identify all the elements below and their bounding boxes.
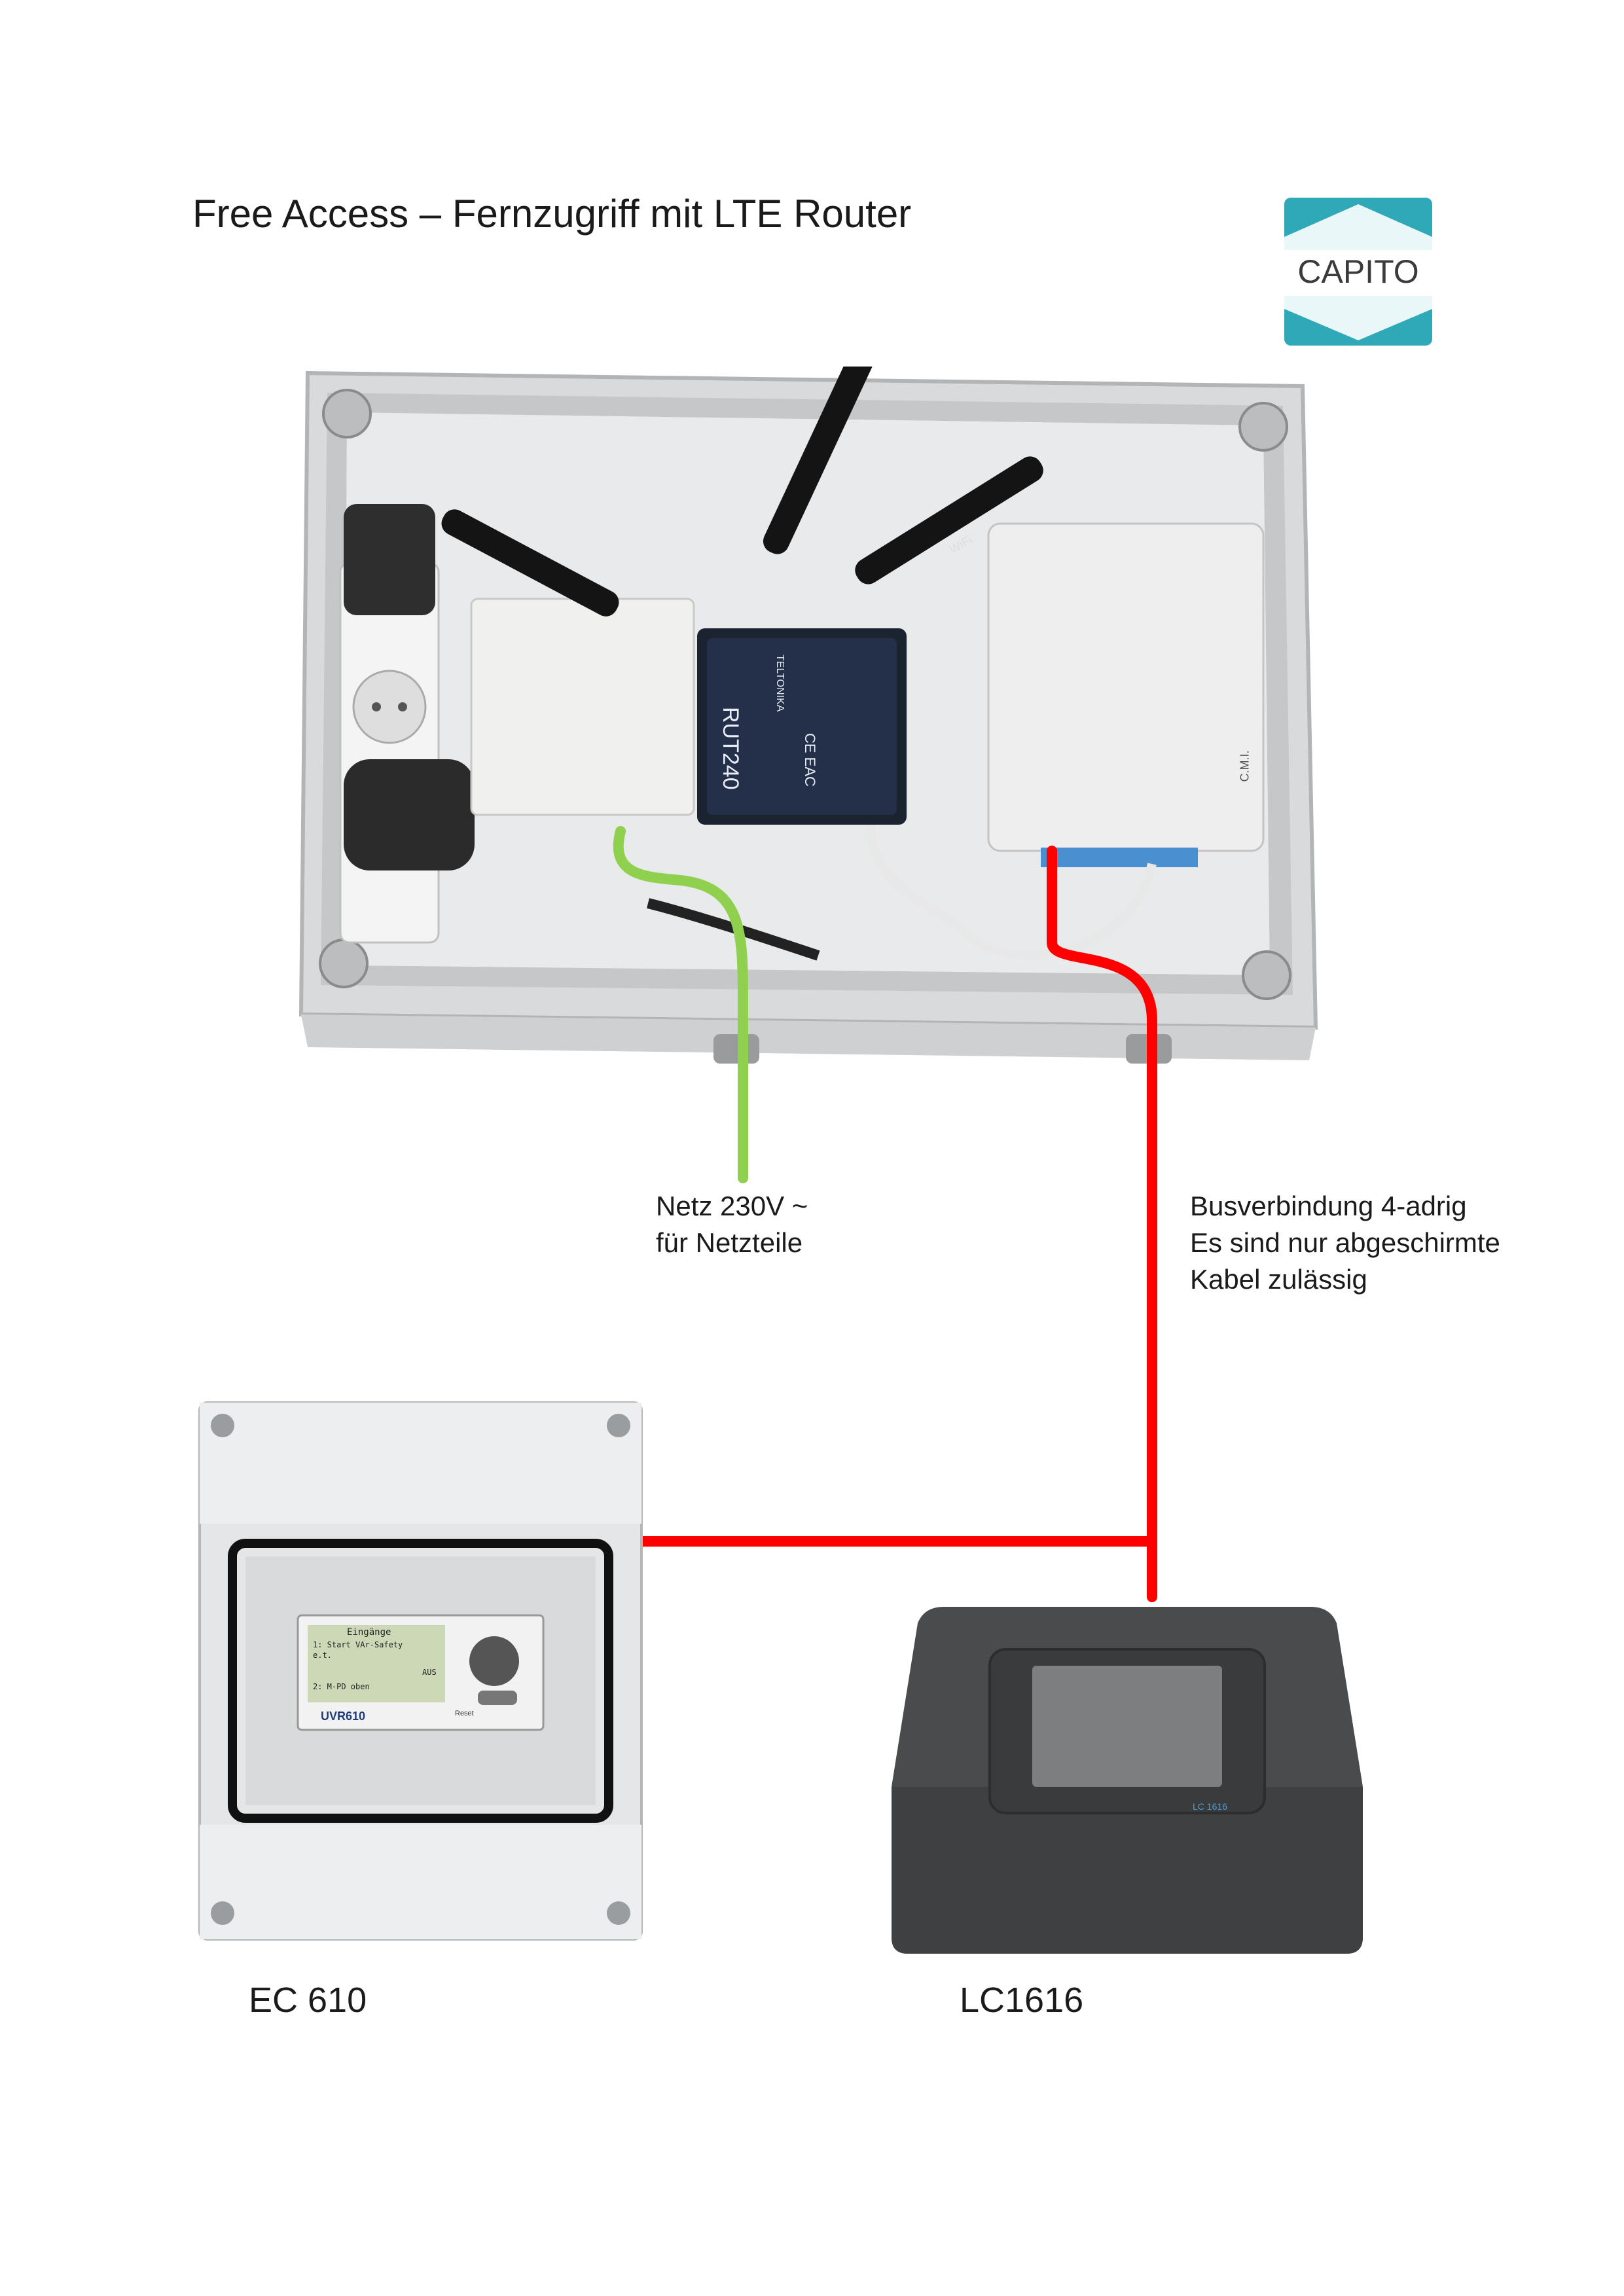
bus-label: Busverbindung 4-adrig Es sind nur abgesc… — [1190, 1188, 1500, 1298]
ec610-brand: UVR610 — [321, 1710, 366, 1723]
ec610-label: EC 610 — [249, 1981, 367, 2020]
lc1616-badge: LC 1616 — [1193, 1801, 1227, 1812]
bus-label-line2: Es sind nur abgeschirmte — [1190, 1227, 1500, 1258]
router-enclosure: RUT240 TELTONIKA CE EAC WiFi C.M.I. — [281, 349, 1322, 1064]
ec610-reset-label: Reset — [455, 1710, 474, 1717]
capito-logo: CAPITO — [1284, 198, 1432, 346]
power-label: Netz 230V ~ für Netzteile — [656, 1188, 808, 1261]
bus-wire — [1047, 846, 1157, 1602]
bus-label-line1: Busverbindung 4-adrig — [1190, 1191, 1467, 1221]
power-label-line2: für Netzteile — [656, 1227, 803, 1258]
ec610-screen-row3: 2: M-PD oben — [313, 1682, 370, 1691]
logo-text: CAPITO — [1297, 253, 1419, 290]
ec610-screen-title: Eingänge — [347, 1627, 391, 1638]
page-title: Free Access – Fernzugriff mit LTE Router — [192, 192, 912, 236]
power-label-line1: Netz 230V ~ — [656, 1191, 808, 1221]
bus-label-line3: Kabel zulässig — [1190, 1264, 1367, 1295]
lc1616-device: LC 1616 — [892, 1597, 1364, 1957]
power-wire — [613, 826, 748, 1183]
ec610-screen-row1: 1: Start VAr-Safety — [313, 1640, 403, 1649]
ec610-screen-row1b: e.t. — [313, 1651, 332, 1660]
lc1616-label: LC1616 — [960, 1981, 1084, 2020]
ec610-screen-row2: AUS — [422, 1668, 437, 1677]
ec610-device: Eingänge 1: Start VAr-Safety e.t. AUS 2:… — [196, 1399, 645, 1941]
